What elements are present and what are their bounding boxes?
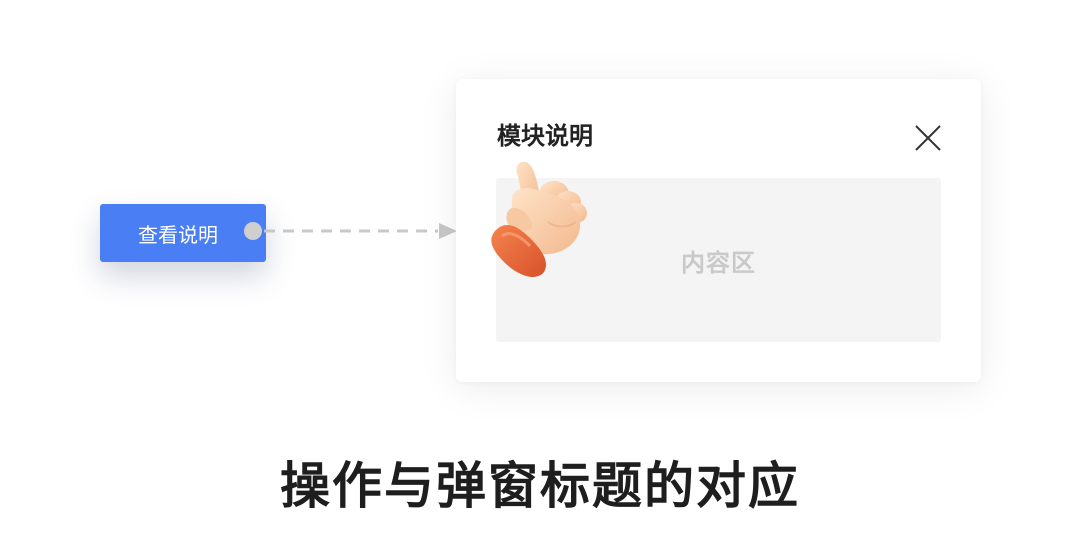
content-placeholder-label: 内容区 — [681, 248, 756, 277]
modal-title: 模块说明 — [497, 122, 593, 150]
view-description-label: 查看说明 — [138, 222, 218, 247]
caption-heading: 操作与弹窗标题的对应 — [280, 457, 800, 515]
close-icon[interactable] — [912, 122, 944, 154]
dashed-arrow-icon — [244, 222, 457, 240]
pointing-hand-icon — [491, 161, 587, 277]
view-description-button[interactable]: 查看说明 — [100, 204, 266, 262]
